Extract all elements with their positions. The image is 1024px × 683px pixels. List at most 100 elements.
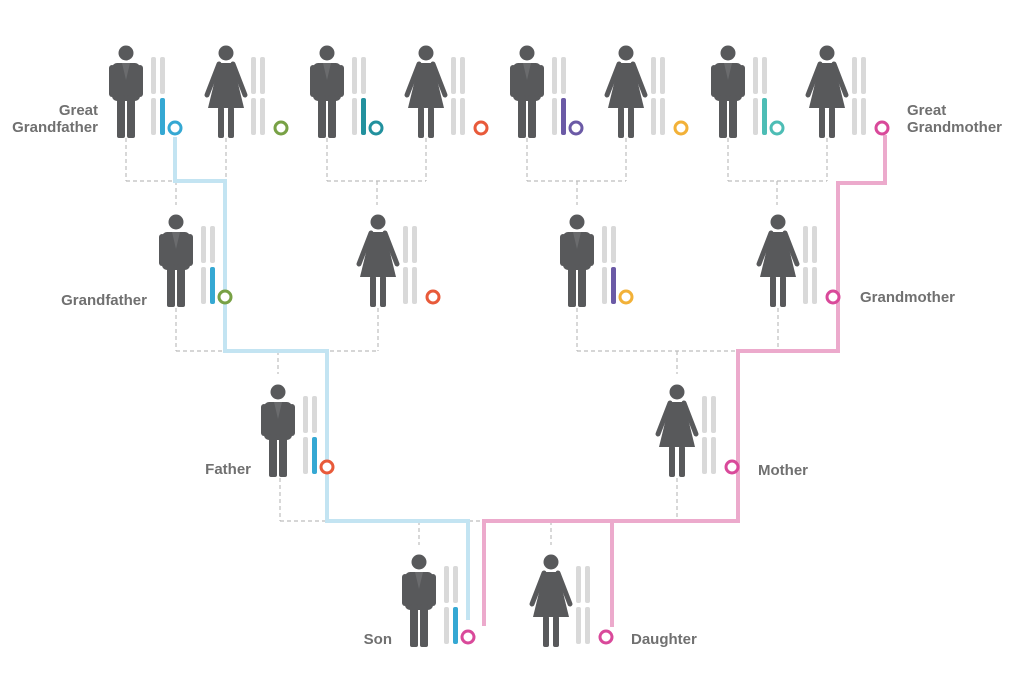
autosome-bar bbox=[762, 57, 767, 94]
sex-chromosome-x-bar bbox=[460, 98, 465, 135]
paternal-y-lineage-path bbox=[173, 137, 470, 620]
autosome-bar bbox=[585, 566, 590, 603]
people bbox=[109, 45, 890, 647]
left-leg bbox=[418, 107, 424, 138]
left-arm bbox=[109, 65, 115, 97]
chromosome-set bbox=[403, 226, 417, 304]
left-leg bbox=[218, 107, 224, 138]
torso bbox=[313, 63, 341, 101]
left-arm bbox=[204, 61, 222, 98]
left-leg bbox=[269, 434, 277, 477]
right-arm bbox=[430, 574, 436, 606]
left-leg bbox=[719, 95, 727, 138]
autosome-bar bbox=[403, 226, 408, 263]
right-arm bbox=[831, 61, 849, 98]
right-leg bbox=[177, 264, 185, 307]
autosome-bar bbox=[576, 566, 581, 603]
dress bbox=[659, 402, 695, 447]
left-leg bbox=[543, 616, 549, 647]
maternal-mtdna-lineage-path bbox=[482, 135, 887, 626]
grandfather-label: Grandfather bbox=[61, 292, 147, 309]
dress bbox=[360, 232, 396, 277]
person-grandfather-maternal bbox=[560, 214, 634, 307]
dress bbox=[760, 232, 796, 277]
left-arm bbox=[356, 230, 374, 267]
person-grandfather bbox=[159, 214, 233, 307]
autosome-bar bbox=[151, 57, 156, 94]
sex-chromosome-y-bar bbox=[611, 267, 616, 304]
labels: Great Grandfather Great Grandmother Gran… bbox=[12, 102, 1002, 648]
sex-chromosome-x-bar bbox=[151, 98, 156, 135]
right-arm bbox=[187, 234, 193, 266]
right-leg bbox=[528, 95, 536, 138]
head bbox=[218, 45, 234, 61]
autosome-bar bbox=[460, 57, 465, 94]
head bbox=[411, 554, 427, 570]
person-father bbox=[261, 384, 335, 477]
person-gg3-female bbox=[604, 45, 689, 138]
autosome-bar bbox=[812, 226, 817, 263]
right-arm bbox=[782, 230, 800, 267]
head bbox=[168, 214, 184, 230]
autosome-bar bbox=[453, 566, 458, 603]
autosome-bar bbox=[352, 57, 357, 94]
chromosome-set bbox=[852, 57, 866, 135]
right-arm bbox=[289, 404, 295, 436]
sex-chromosome-y-bar bbox=[361, 98, 366, 135]
right-leg bbox=[628, 107, 634, 138]
mtdna-ring-icon bbox=[167, 120, 183, 136]
left-leg bbox=[518, 95, 526, 138]
great-grandmother-label-2: Grandmother bbox=[907, 119, 1002, 136]
autosome-bar bbox=[260, 57, 265, 94]
dress bbox=[533, 572, 569, 617]
tree-connectors bbox=[125, 138, 828, 545]
left-leg bbox=[167, 264, 175, 307]
person-grandmother bbox=[756, 214, 841, 307]
right-leg bbox=[578, 264, 586, 307]
mtdna-ring-icon bbox=[825, 289, 841, 305]
lineage-paths bbox=[173, 135, 887, 627]
head bbox=[569, 214, 585, 230]
torso bbox=[162, 232, 190, 270]
mtdna-ring-icon bbox=[425, 289, 441, 305]
right-leg bbox=[780, 276, 786, 307]
sex-chromosome-x-bar bbox=[576, 607, 581, 644]
person-gg2-female bbox=[404, 45, 489, 138]
left-leg bbox=[568, 264, 576, 307]
shirt-collar bbox=[523, 63, 531, 80]
left-arm bbox=[159, 234, 165, 266]
autosome-bar bbox=[552, 57, 557, 94]
right-leg bbox=[380, 276, 386, 307]
sex-chromosome-x-bar bbox=[852, 98, 857, 135]
right-arm bbox=[137, 65, 143, 97]
left-leg bbox=[318, 95, 326, 138]
mtdna-ring-icon bbox=[724, 459, 740, 475]
autosome-bar bbox=[210, 226, 215, 263]
autosome-bar bbox=[561, 57, 566, 94]
autosome-bar bbox=[444, 566, 449, 603]
left-leg bbox=[117, 95, 125, 138]
chromosome-set bbox=[753, 57, 767, 135]
person-mother bbox=[655, 384, 740, 477]
mtdna-ring-icon bbox=[618, 289, 634, 305]
autosome-bar bbox=[602, 226, 607, 263]
dress bbox=[208, 63, 244, 108]
sex-chromosome-x-bar bbox=[451, 98, 456, 135]
chromosome-set bbox=[303, 396, 317, 474]
sex-chromosome-x-bar bbox=[444, 607, 449, 644]
great-grandfather-label-2: Grandfather bbox=[12, 119, 98, 136]
head bbox=[618, 45, 634, 61]
person-son bbox=[402, 554, 476, 647]
chromosome-set bbox=[251, 57, 265, 135]
mtdna-ring-icon bbox=[874, 120, 890, 136]
great-grandmother-label-1: Great bbox=[907, 102, 946, 119]
chromosome-set bbox=[444, 566, 458, 644]
person-gg2-male bbox=[310, 45, 384, 138]
torso bbox=[264, 402, 292, 440]
person-daughter bbox=[529, 554, 614, 647]
head bbox=[118, 45, 134, 61]
son-label: Son bbox=[364, 631, 392, 648]
left-arm bbox=[560, 234, 566, 266]
left-arm bbox=[529, 570, 547, 607]
